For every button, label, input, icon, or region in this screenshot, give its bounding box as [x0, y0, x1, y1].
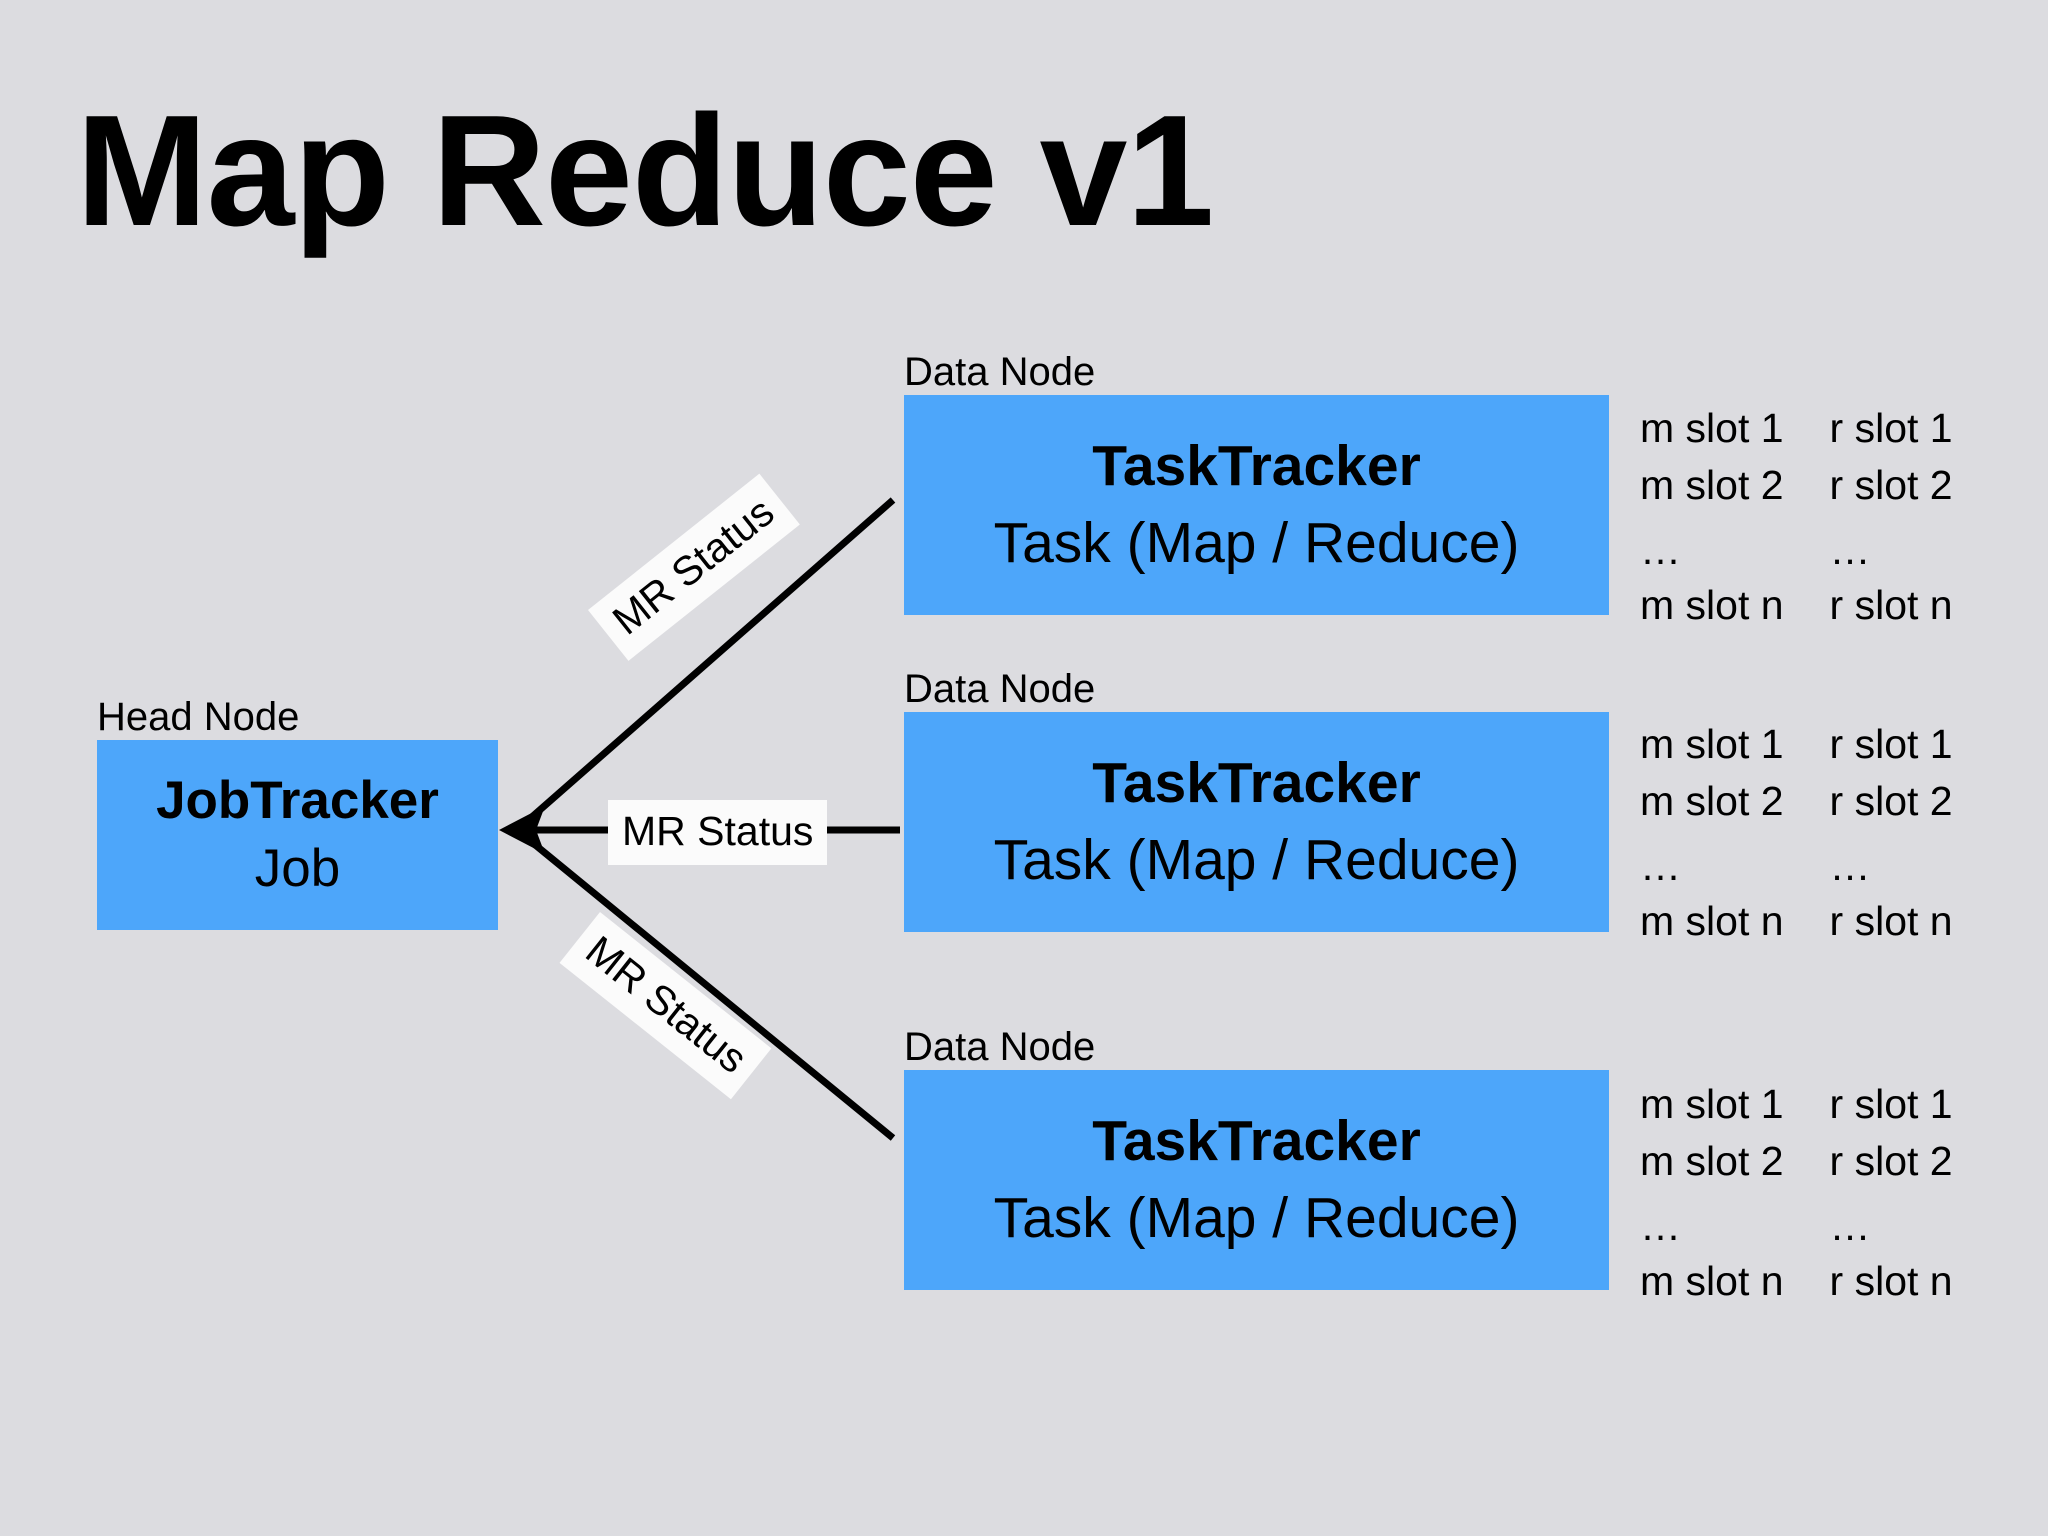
tasktracker-title-3: TaskTracker: [1092, 1109, 1421, 1174]
tasktracker-box-1: TaskTracker Task (Map / Reduce): [904, 395, 1609, 615]
reduce-slot-cell: r slot 2: [1829, 462, 1953, 508]
reduce-slot-column-3: r slot 1 r slot 2 … r slot n: [1830, 1076, 1953, 1310]
connector-line-bottom: [514, 827, 896, 1141]
map-slot-cell: m slot 2: [1640, 778, 1784, 824]
data-node-2: Data Node TaskTracker Task (Map / Reduce…: [904, 668, 1609, 932]
reduce-slot-cell: r slot 2: [1829, 1138, 1953, 1184]
map-slot-cell: m slot 1: [1640, 721, 1784, 767]
data-node-1-caption: Data Node: [904, 350, 1096, 394]
reduce-slot-cell: …: [1829, 843, 1871, 889]
map-slot-cell: m slot 1: [1640, 405, 1784, 451]
reduce-slot-cell: …: [1829, 1203, 1871, 1249]
map-slot-cell: m slot n: [1640, 898, 1784, 944]
reduce-slot-cell: r slot 1: [1829, 405, 1953, 451]
reduce-slot-cell: r slot 2: [1829, 778, 1953, 824]
reduce-slot-column-2: r slot 1 r slot 2 … r slot n: [1830, 716, 1953, 950]
map-slot-cell: m slot 1: [1640, 1081, 1784, 1127]
map-slot-cell: m slot 2: [1640, 1138, 1784, 1184]
slot-table-3: m slot 1 m slot 2 … m slot n r slot 1 r …: [1640, 1076, 1953, 1310]
data-node-3: Data Node TaskTracker Task (Map / Reduce…: [904, 1026, 1609, 1290]
head-node-caption: Head Node: [97, 695, 300, 739]
head-node: Head Node JobTracker Job: [97, 696, 498, 930]
slot-table-1: m slot 1 m slot 2 … m slot n r slot 1 r …: [1640, 400, 1953, 634]
edge-label-middle: MR Status: [608, 800, 828, 865]
reduce-slot-cell: r slot 1: [1829, 721, 1953, 767]
slot-table-2: m slot 1 m slot 2 … m slot n r slot 1 r …: [1640, 716, 1953, 950]
data-node-3-caption: Data Node: [904, 1025, 1096, 1069]
jobtracker-subtitle: Job: [254, 839, 341, 898]
map-slot-cell: m slot n: [1640, 1258, 1784, 1304]
tasktracker-title-1: TaskTracker: [1092, 434, 1421, 499]
reduce-slot-cell: r slot n: [1829, 582, 1953, 628]
tasktracker-subtitle-3: Task (Map / Reduce): [993, 1186, 1520, 1250]
data-node-1: Data Node TaskTracker Task (Map / Reduce…: [904, 351, 1609, 615]
map-slot-cell: m slot 2: [1640, 462, 1784, 508]
tasktracker-subtitle-1: Task (Map / Reduce): [993, 511, 1520, 575]
jobtracker-title: JobTracker: [156, 770, 439, 830]
reduce-slot-cell: …: [1829, 527, 1871, 573]
edge-label-top: MR Status: [588, 473, 801, 661]
tasktracker-subtitle-2: Task (Map / Reduce): [993, 828, 1520, 892]
map-slot-cell: m slot n: [1640, 582, 1784, 628]
data-node-2-caption: Data Node: [904, 667, 1096, 711]
map-slot-cell: …: [1640, 843, 1681, 889]
tasktracker-title-2: TaskTracker: [1092, 751, 1421, 816]
map-slot-column-2: m slot 1 m slot 2 … m slot n: [1640, 716, 1784, 950]
reduce-slot-cell: r slot 1: [1829, 1081, 1953, 1127]
arrowhead-icon: [499, 806, 545, 854]
reduce-slot-cell: r slot n: [1829, 898, 1953, 944]
map-slot-cell: …: [1640, 527, 1681, 573]
jobtracker-box: JobTracker Job: [97, 740, 498, 930]
reduce-slot-cell: r slot n: [1829, 1258, 1953, 1304]
reduce-slot-column-1: r slot 1 r slot 2 … r slot n: [1830, 400, 1953, 634]
tasktracker-box-3: TaskTracker Task (Map / Reduce): [904, 1070, 1609, 1290]
tasktracker-box-2: TaskTracker Task (Map / Reduce): [904, 712, 1609, 932]
map-slot-column-1: m slot 1 m slot 2 … m slot n: [1640, 400, 1784, 634]
edge-label-bottom: MR Status: [559, 912, 772, 1100]
map-slot-cell: …: [1640, 1203, 1681, 1249]
page-title: Map Reduce v1: [76, 83, 1214, 259]
map-slot-column-3: m slot 1 m slot 2 … m slot n: [1640, 1076, 1784, 1310]
